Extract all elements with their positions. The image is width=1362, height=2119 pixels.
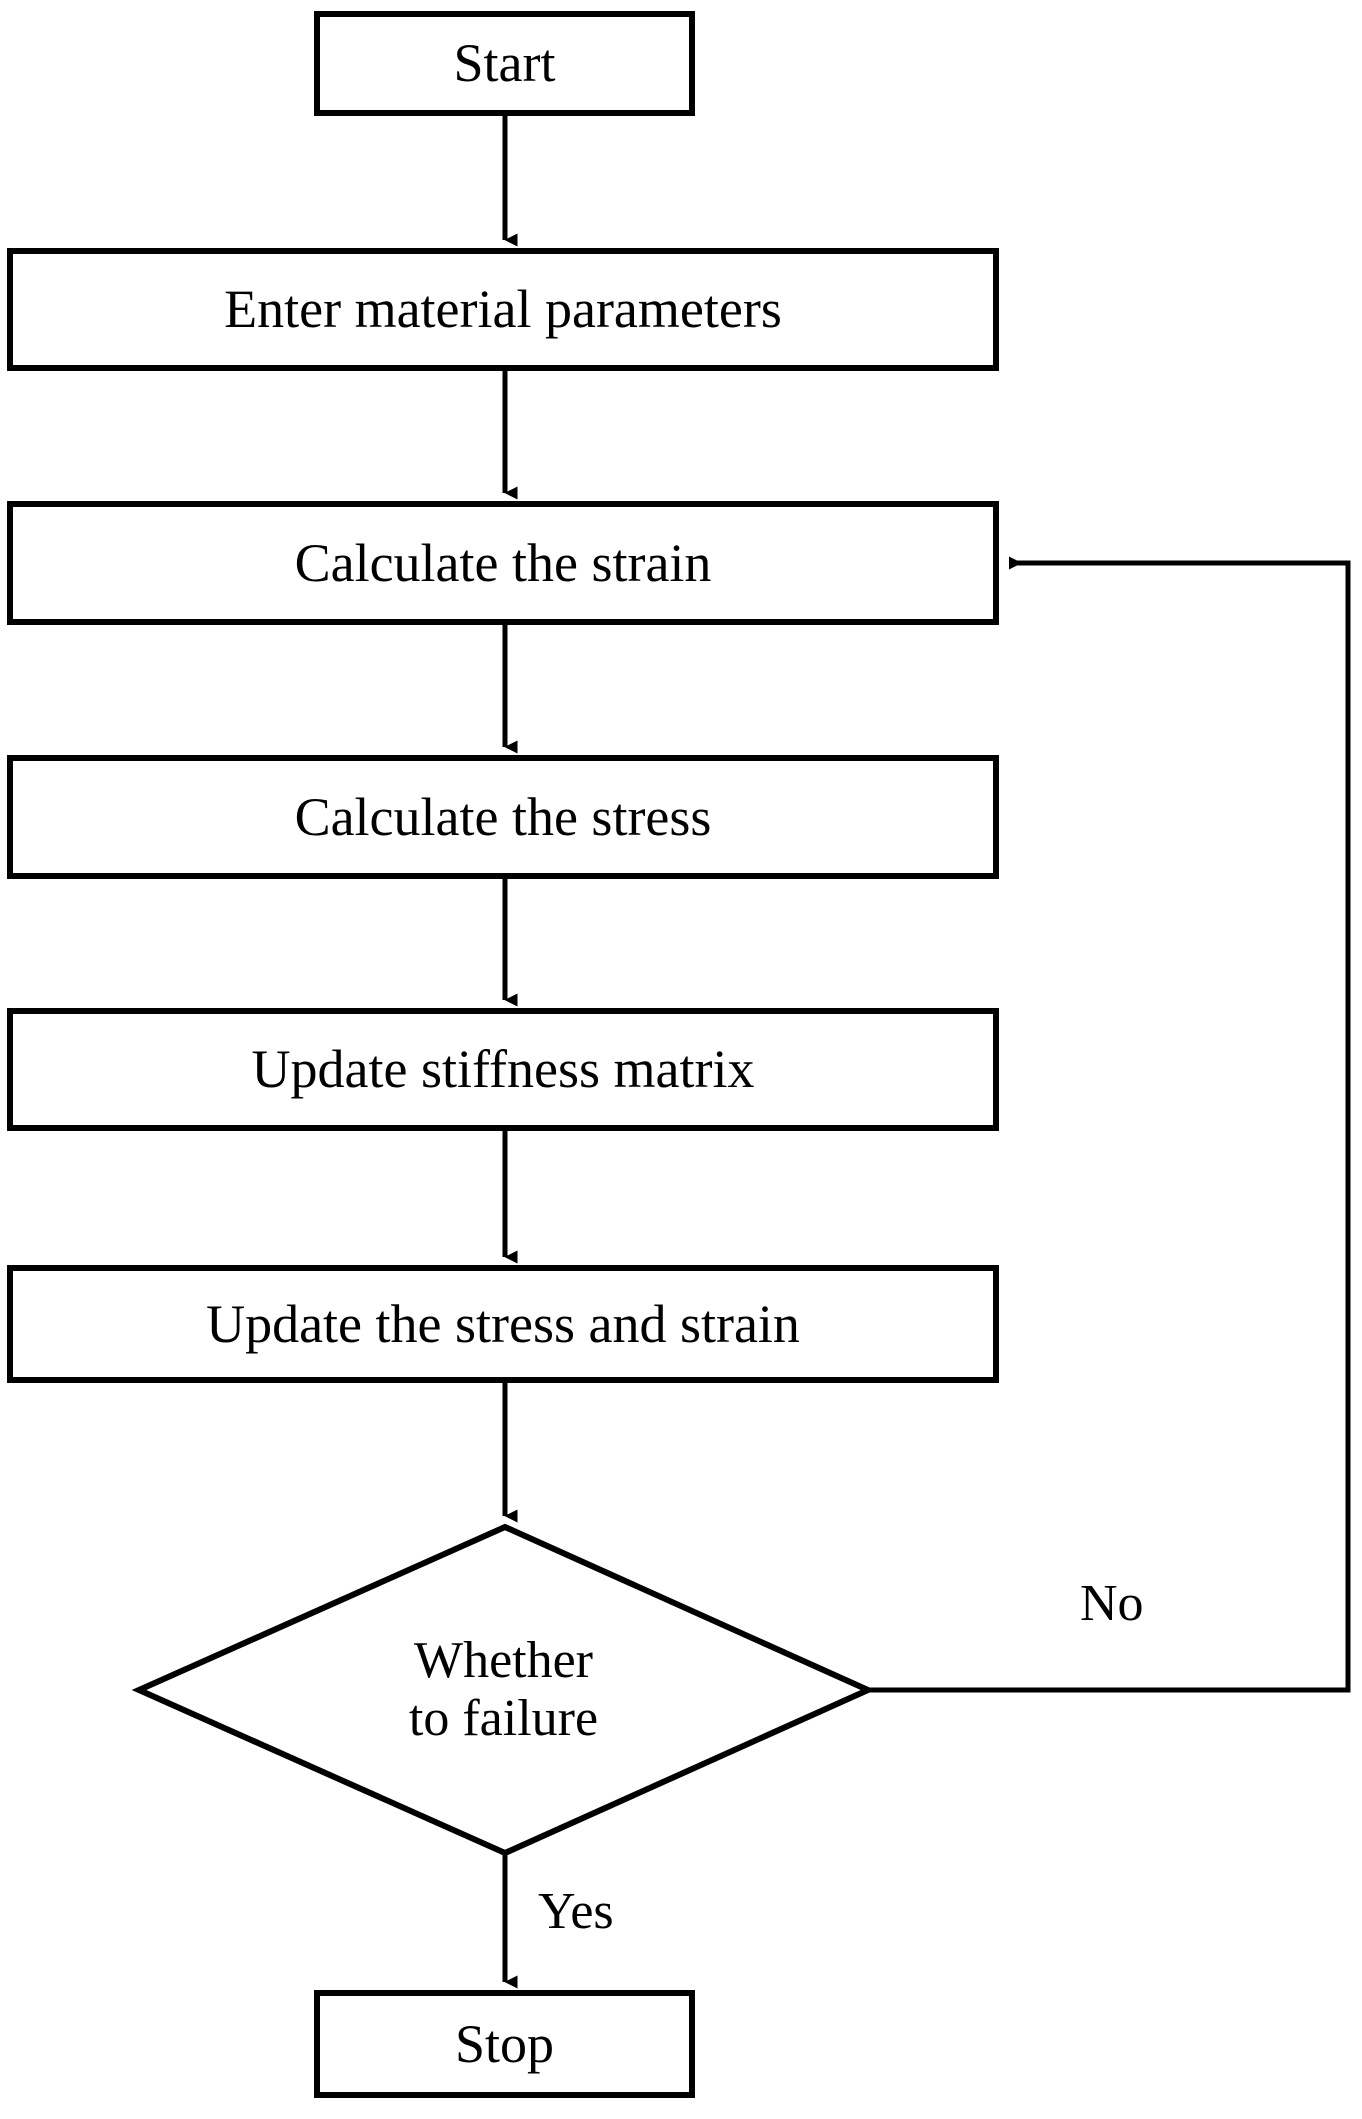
edge-decision-no-to-strain — [868, 556, 1351, 1693]
node-shape-calculate-the-stress — [7, 755, 999, 879]
edge-label-no: No — [1080, 1575, 1144, 1632]
edge-label-yes: Yes — [538, 1883, 614, 1940]
node-shape-whether-to-failure — [131, 1523, 876, 1857]
node-shape-update-the-stress-and-strain — [7, 1265, 999, 1383]
node-shape-enter-material-parameters — [7, 248, 999, 371]
node-shape-start — [314, 11, 695, 116]
node-shape-calculate-the-strain — [7, 501, 999, 625]
node-shape-stop — [314, 1990, 695, 2098]
node-shape-update-stiffness-matrix — [7, 1008, 999, 1131]
